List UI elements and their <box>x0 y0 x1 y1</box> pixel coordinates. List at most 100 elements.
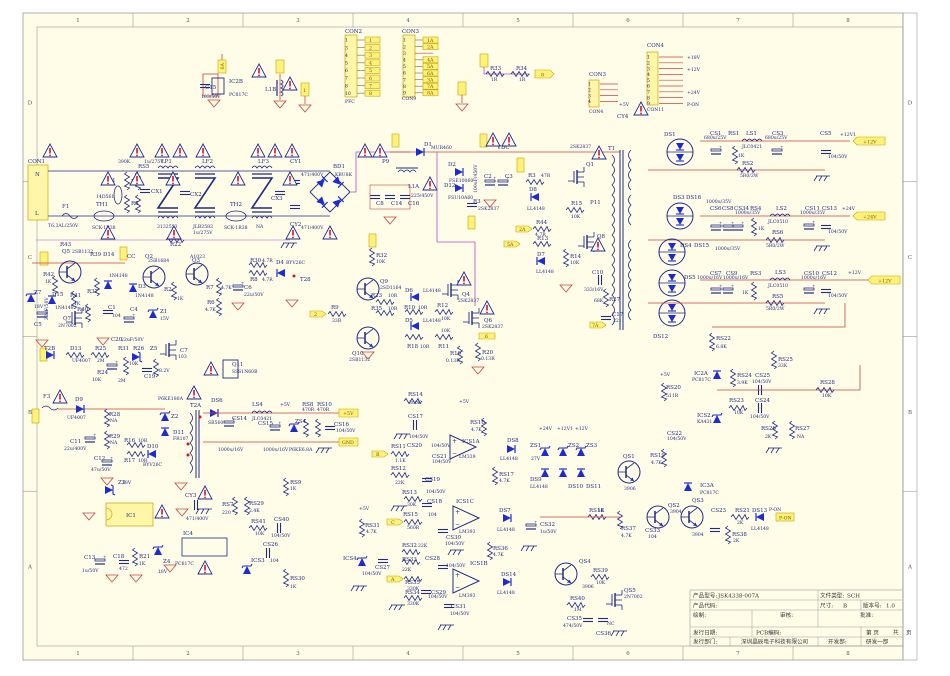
net-tag-3a <box>479 53 489 68</box>
c20-ref: C20 <box>111 337 123 343</box>
z4-ref: Z4 <box>163 559 171 565</box>
r23-ref: R23 <box>371 293 383 299</box>
cs35-value: 474/50V <box>563 623 583 629</box>
net-tag-label: 3 <box>369 53 372 59</box>
t2a-ref: T2A <box>190 403 202 409</box>
net-tag-pon-label: P-ON <box>779 516 792 522</box>
r16-ref: R16 <box>124 438 136 444</box>
r37-ref: R37 <box>87 289 99 295</box>
zone-col-5: 5 <box>516 18 520 24</box>
con4-ref: CON4 <box>647 43 665 49</box>
ic2a-ref: IC2A <box>694 371 709 377</box>
rs37-ref: RS37 <box>621 526 636 532</box>
rs32-value: 22K <box>418 543 428 549</box>
rs2-value: 5R0/2W <box>740 173 759 179</box>
net-tag-label: 1A <box>427 38 434 44</box>
tb-product-model-label: 产品型号: <box>693 592 717 600</box>
ds11-ref: DS11 <box>586 484 601 490</box>
r8-ref: R8 <box>250 277 258 283</box>
bridge-rectifier-bd1: BD1 KBU8K <box>309 164 353 213</box>
th2-value: SCK-1R38 <box>224 225 248 231</box>
rs34-value: 330K <box>407 601 420 607</box>
start-circuit-block: Q5 2SB1132 R42 1K D15 1N4148 Z7 18V C5 2… <box>25 246 311 384</box>
r34-ref: R34 <box>516 66 528 72</box>
net-tag-1a <box>516 157 525 173</box>
r2-value: 1K <box>177 296 184 302</box>
p11-label: P11 <box>590 200 601 206</box>
rs17-ref: RS17 <box>499 472 514 478</box>
r14-ref: R14 <box>570 254 582 260</box>
net-tag-6-label: 6 <box>485 334 488 340</box>
net-tag-label: 2 <box>369 45 372 51</box>
z5-value: 10K <box>129 361 139 367</box>
cs26-ref: CS26 <box>263 542 278 548</box>
net-tag-label: 3A <box>427 77 434 83</box>
net-tag-2 <box>309 310 327 318</box>
d5-ref: D5 <box>405 318 413 324</box>
ds15-ref: DS15 <box>694 243 710 249</box>
tb-product-model: JSK4338-007A <box>717 594 760 600</box>
ics4-ref: ICS4 <box>343 556 357 562</box>
zone-col-7: 7 <box>736 18 740 24</box>
r20-value: 0.13R <box>481 356 495 362</box>
net-tag-c <box>386 518 404 526</box>
net-tag-1-label: 1 <box>303 88 306 94</box>
zone-col-6: 6 <box>626 18 630 24</box>
ds14-ref: DS14 <box>501 572 517 578</box>
c20-value: 22uF/50V <box>121 337 144 343</box>
f1-ref: F1 <box>62 204 69 210</box>
rs8-value: 470R <box>302 407 315 413</box>
q2-ref: Q2 <box>145 254 153 260</box>
net-tag-label: 7A <box>427 84 434 90</box>
d4-ref: D4 <box>276 260 284 266</box>
c14-ref: C14 <box>391 201 403 207</box>
net-tag <box>364 51 381 59</box>
r33-value: 1R <box>491 77 498 83</box>
protection-block: RS14 300K CS17 104/50V CS20 104/50V CS21… <box>343 392 643 637</box>
cs36-ref: CS36 <box>596 631 611 637</box>
f1-value: T6.3AL/250V <box>48 223 79 229</box>
cs11-ref: CS11 <box>805 206 820 212</box>
r10-ref: R10 <box>404 305 416 311</box>
con1-pin-n: N <box>35 172 40 178</box>
tb-dev-dept-label: 开发部: <box>828 638 847 646</box>
cs13-value: 104/50V <box>828 229 848 235</box>
rs9-value: 1K <box>290 486 297 492</box>
r21-value: 1K <box>139 561 146 567</box>
tb-version: 1.0 <box>886 604 895 610</box>
ds9-value: LL4148 <box>530 484 548 490</box>
rs36-value: 4.7K <box>493 552 504 558</box>
zone-row-C-right: C <box>908 255 912 261</box>
lf3-value: NA <box>256 224 264 230</box>
ics1b-value: LM393 <box>459 593 476 599</box>
ic3b-ref: Q11 <box>232 362 244 368</box>
net-tag-7a-label: 7A <box>592 323 599 329</box>
r43-ref: R43 <box>60 242 72 248</box>
c16-value: 225/450V <box>411 193 434 199</box>
net-tag <box>364 74 381 82</box>
cs21-value: 104/50V <box>432 459 452 465</box>
c10-value: 333/16V <box>584 287 604 293</box>
rs7-ref: RS7 <box>222 502 234 508</box>
cs19-value: 104/50V <box>426 489 446 495</box>
ds7-value: LL4148 <box>497 527 515 533</box>
tb-release-dept-label: 发行部门: <box>693 638 717 646</box>
con1-ref: CON1 <box>28 159 45 165</box>
ds8-ref: DS8 <box>507 438 519 444</box>
f3-ref: F3 <box>43 394 51 400</box>
common-mode-choke-lf3: LF3 NA <box>250 159 274 230</box>
ic3b-value: SSS1N60B <box>232 369 258 375</box>
net-tag <box>422 69 439 77</box>
pin-number: 4 <box>647 72 650 78</box>
cs1-value: 680u/25V <box>704 135 727 141</box>
c12-value: 47u/50V <box>91 467 111 473</box>
cs34-value: 1000u/35V <box>735 210 761 216</box>
zone-col-8-bottom: 8 <box>846 651 850 657</box>
tb-product-code-label: 产品代码: <box>693 602 717 610</box>
cs28-value: 104/50V <box>446 563 466 569</box>
net-tag-3 <box>31 408 40 424</box>
cs3-ref: CS3 <box>772 131 784 137</box>
ics1c-ref: ICS1C <box>456 499 474 505</box>
